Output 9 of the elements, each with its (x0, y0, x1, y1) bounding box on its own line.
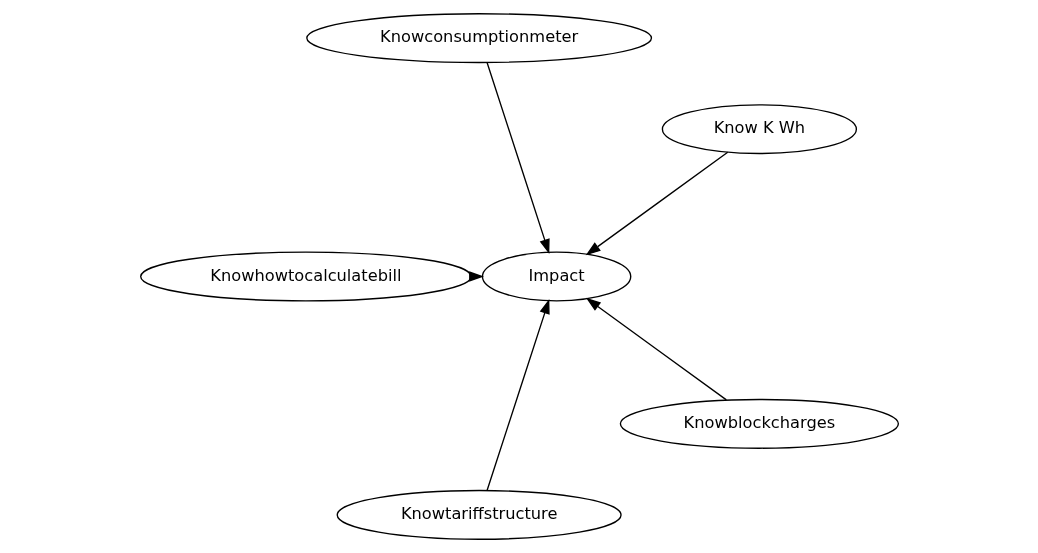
arrow (585, 151, 728, 256)
node-ellipse: Knowtariffstructure (336, 489, 622, 540)
arrow (485, 299, 550, 491)
node-ellipse: Know K Wh (661, 104, 857, 155)
node-ellipse: Impact (481, 251, 631, 302)
node-ellipse: Knowconsumptionmeter (305, 13, 652, 64)
arrow (585, 297, 727, 401)
arrow (485, 62, 550, 254)
node-ellipse: Knowblockcharges (619, 398, 899, 449)
